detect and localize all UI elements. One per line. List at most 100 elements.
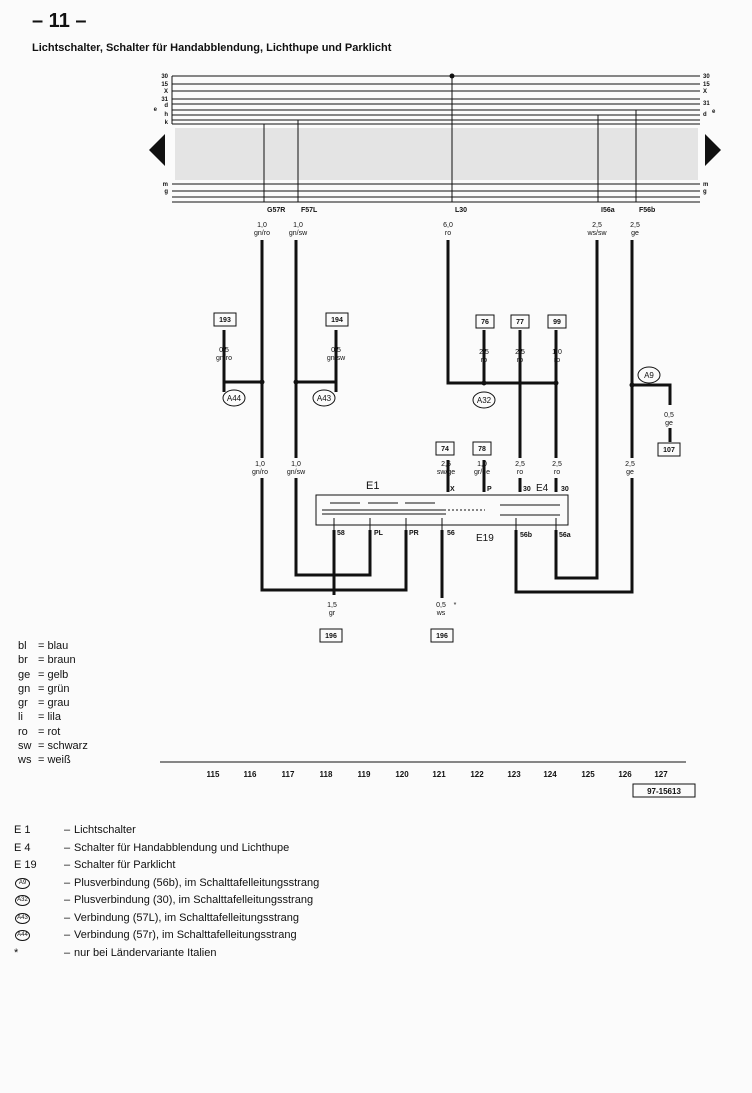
- wire-cross: 1,0: [291, 461, 301, 468]
- component-legend: E 1–Lichtschalter E 4–Schalter für Handa…: [14, 822, 319, 962]
- wire-id: F57L: [301, 207, 318, 214]
- color-legend: bl= blau br= braun ge= gelb gn= grün gr=…: [18, 639, 88, 768]
- rail-shaded-band: [175, 128, 698, 180]
- legend-row: gn= grün: [18, 682, 70, 695]
- terminal-label: PR: [409, 530, 419, 537]
- doc-ref: 97-15613: [647, 787, 681, 796]
- terminal-label: 30: [523, 486, 531, 493]
- wire-color: gr: [329, 610, 336, 617]
- connection-label: A43: [317, 394, 332, 403]
- legend-row: br= braun: [18, 654, 76, 667]
- legend-row: sw= schwarz: [18, 740, 88, 753]
- terminal-label: 56: [447, 530, 455, 537]
- wire-cross: 2,5: [592, 222, 602, 229]
- wire-cross: 2,5: [625, 461, 635, 468]
- scale-number: 120: [395, 770, 409, 779]
- rail-label-left: g: [164, 189, 168, 195]
- rail-label-left: k: [165, 120, 169, 126]
- scale-number: 115: [207, 770, 220, 779]
- legend-row: gr= grau: [18, 697, 70, 710]
- connector-box: [472, 441, 492, 456]
- terminal-label: 30: [561, 486, 569, 493]
- component-e1: E1: [366, 480, 379, 492]
- wire-cross: 0,5: [664, 412, 674, 419]
- wire-cross: 2,5: [630, 222, 640, 229]
- wire-color: ro: [554, 469, 560, 476]
- rail-label-left: X: [164, 89, 168, 95]
- connection-circle-icon: [222, 389, 246, 407]
- wire-cross: 1,0: [477, 461, 487, 468]
- component-e19: E19: [476, 533, 494, 544]
- legend-item: E 1–Lichtschalter: [14, 824, 136, 836]
- wire-color: ws/sw: [586, 230, 607, 237]
- connector-box: [213, 312, 237, 327]
- scale-number: 117: [282, 770, 295, 779]
- scale-number: 118: [320, 770, 333, 779]
- wire-color: gn/sw: [289, 230, 308, 237]
- connection-circle-icon: [637, 366, 661, 384]
- rail-label-left-e: e: [154, 107, 158, 113]
- scale-number: 123: [507, 770, 521, 779]
- wire-color: gn/ro: [254, 230, 270, 237]
- legend-item: E 4–Schalter für Handabblendung und Lich…: [14, 841, 290, 854]
- wire-cross: 2,5: [441, 461, 451, 468]
- terminal-label: X: [450, 486, 455, 493]
- wire-cross: 0,5: [331, 347, 341, 354]
- junction-dots: [259, 379, 635, 388]
- connector-box: [475, 314, 495, 329]
- wire-color: ge: [665, 420, 673, 427]
- rail-label-right: g: [703, 189, 707, 195]
- wire-cross: 1,0: [255, 461, 265, 468]
- wire-cross: 2,5: [515, 461, 525, 468]
- rail-label-right: 15: [703, 82, 710, 88]
- connection-label: A32: [477, 396, 492, 405]
- rail-drops: [263, 76, 637, 202]
- rail-label-right: d: [703, 112, 707, 118]
- top-rails: [171, 75, 700, 203]
- wire-color: ge: [626, 469, 634, 476]
- connector-box-label: 193: [219, 317, 231, 324]
- wire-color: sw/ge: [437, 469, 455, 476]
- connection-circle-icon: [472, 391, 496, 409]
- connector-box-label: 77: [516, 319, 524, 326]
- rail-label-left: 15: [161, 82, 168, 88]
- legend-item: *–nur bei Ländervariante Italien: [14, 946, 217, 959]
- legend-row: li= lila: [18, 711, 61, 724]
- connection-label: A44: [227, 394, 242, 403]
- legend-row: ws= weiß: [18, 754, 71, 767]
- wire-color: ro: [445, 230, 451, 237]
- connector-box-label: 99: [553, 319, 561, 326]
- scale-number: 124: [543, 770, 557, 779]
- scale-number: 116: [244, 770, 257, 779]
- connector-box-label: 78: [478, 446, 486, 453]
- page-title: Lichtschalter, Schalter für Handabblendu…: [32, 42, 392, 54]
- wire-cross: 0,5: [219, 347, 229, 354]
- rail-label-right: m: [703, 182, 708, 188]
- wire-color: gn/ro: [252, 469, 268, 476]
- rail-label-left: 30: [161, 74, 168, 80]
- wire-color: ws: [436, 610, 446, 617]
- terminal-label: 58: [337, 530, 345, 537]
- terminal-label: PL: [374, 530, 384, 537]
- wire-color: gn/sw: [287, 469, 306, 476]
- connection-circle-icon: A9: [15, 877, 30, 889]
- wire-note: *: [454, 602, 457, 609]
- wire-cross: 1,0: [293, 222, 303, 229]
- connection-circle-icon: A44: [15, 930, 30, 942]
- thick-wires: [222, 240, 672, 598]
- legend-row: ge= gelb: [18, 668, 69, 681]
- rail-label-right: 31: [703, 101, 710, 107]
- terminal-label: P: [487, 486, 492, 493]
- connector-box: [547, 314, 567, 329]
- wire-cross: 2,5: [515, 349, 525, 356]
- wire-color: ro: [481, 357, 487, 364]
- scale-number: 127: [654, 770, 668, 779]
- legend-item: A9–Plusverbindung (56b), im Schalttafell…: [14, 875, 319, 893]
- scale-number: 121: [432, 770, 446, 779]
- connector-box: [319, 628, 343, 643]
- arrow-right-icon: [705, 134, 721, 166]
- component-e4: E4: [536, 483, 549, 494]
- wire-color: ge: [631, 230, 639, 237]
- connector-box: [325, 312, 349, 327]
